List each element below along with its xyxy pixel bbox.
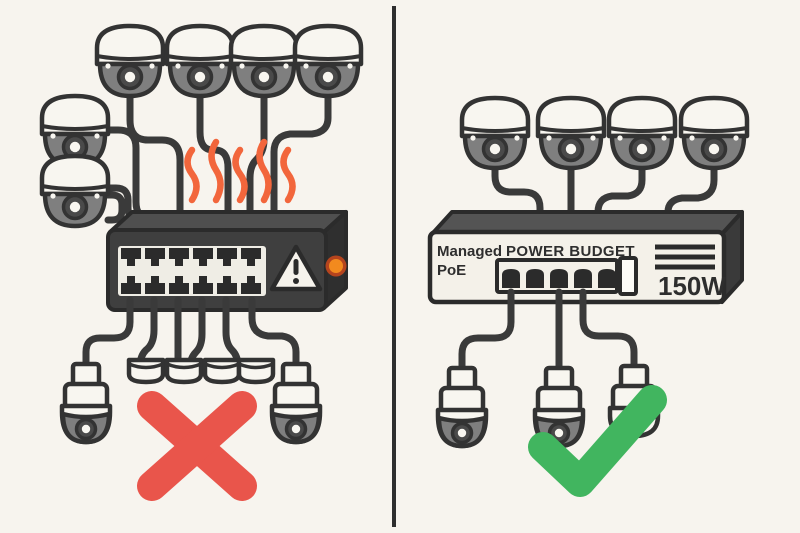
ethernet-port <box>121 248 141 266</box>
floor-mount <box>167 360 201 382</box>
wall-camera <box>42 156 108 226</box>
warning-triangle-icon <box>269 244 323 292</box>
alert-led-icon <box>325 255 347 277</box>
ceiling-camera <box>681 98 747 168</box>
ethernet-port <box>550 269 568 288</box>
ceiling-camera <box>231 26 297 96</box>
ethernet-port <box>145 248 165 266</box>
ceiling-camera <box>609 98 675 168</box>
cable <box>248 296 300 368</box>
cable <box>126 92 184 222</box>
ethernet-port <box>241 276 261 294</box>
heat-wave <box>232 146 248 204</box>
power-budget-value: 150W <box>658 271 726 301</box>
right-bottom-cable-group <box>458 288 638 372</box>
ethernet-port <box>193 248 213 266</box>
floor-mount <box>205 360 239 382</box>
cable <box>82 296 134 368</box>
unmanaged-overloaded-switch[interactable] <box>106 210 348 312</box>
ethernet-port <box>574 269 592 288</box>
cable <box>270 92 332 222</box>
ethernet-port <box>193 276 213 294</box>
ethernet-port <box>121 276 141 294</box>
ethernet-port <box>598 269 616 288</box>
managed-label-line1: Managed <box>437 243 502 260</box>
ceiling-camera <box>97 26 163 96</box>
ceiling-camera <box>462 98 528 168</box>
cable <box>594 162 646 220</box>
floor-mount <box>129 360 163 382</box>
ethernet-port-grid[interactable] <box>121 248 261 294</box>
vent-lines <box>655 244 715 270</box>
ethernet-port <box>502 269 520 288</box>
heat-waves <box>184 138 296 204</box>
ceiling-camera <box>538 98 604 168</box>
ceiling-camera <box>167 26 233 96</box>
power-budget-label: POWER BUDGET <box>506 243 635 260</box>
heat-wave <box>280 146 296 204</box>
ethernet-port <box>241 248 261 266</box>
cable <box>579 288 638 370</box>
blank-slot <box>618 256 638 296</box>
ethernet-port <box>169 248 189 266</box>
cable <box>100 191 126 224</box>
cross-icon <box>137 391 257 501</box>
good-practice-panel: Managed PoE POWER BUDGET 150W <box>427 98 747 497</box>
cable <box>664 162 718 220</box>
heat-wave <box>256 138 272 204</box>
floor-mount <box>239 360 273 382</box>
check-icon <box>528 385 667 497</box>
cable <box>458 288 515 372</box>
ethernet-port <box>526 269 544 288</box>
ceiling-camera <box>295 26 361 96</box>
heat-wave <box>208 138 224 204</box>
ethernet-port <box>145 276 165 294</box>
ethernet-port-row[interactable] <box>502 269 616 288</box>
right-top-cable-group <box>491 162 718 220</box>
ethernet-port <box>169 276 189 294</box>
bad-practice-panel <box>42 26 361 501</box>
heat-wave <box>184 146 200 204</box>
managed-poe-switch[interactable]: Managed PoE POWER BUDGET 150W <box>427 210 744 305</box>
cable <box>491 162 544 220</box>
ethernet-port <box>217 276 237 294</box>
managed-label-line2: PoE <box>437 262 466 279</box>
ethernet-port <box>217 248 237 266</box>
